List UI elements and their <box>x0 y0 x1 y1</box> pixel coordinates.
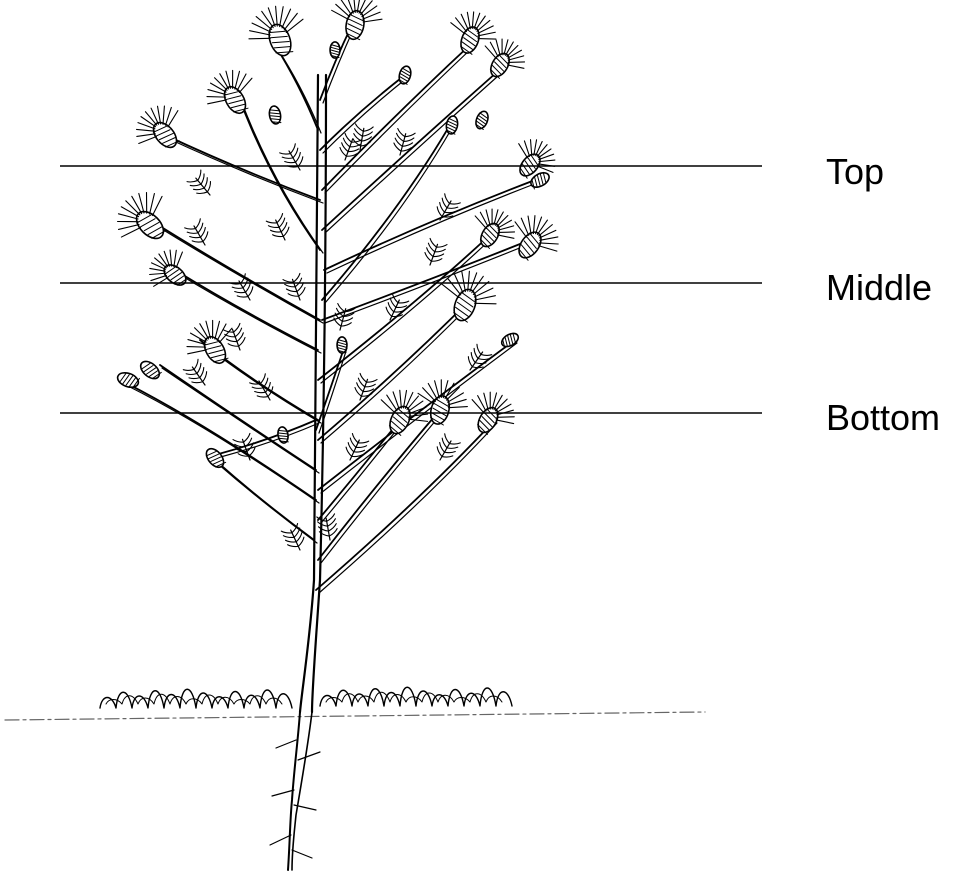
leaf-lobe <box>183 365 194 375</box>
floret <box>187 339 206 355</box>
leaf-lobe <box>450 198 461 208</box>
leaf <box>391 129 415 158</box>
flower-head <box>397 65 412 85</box>
zone-label-middle: Middle <box>826 270 932 306</box>
floret <box>331 10 350 19</box>
rootlet <box>292 850 312 858</box>
leaf <box>283 273 308 303</box>
plant-drawing <box>5 0 705 870</box>
flower-head <box>474 110 490 131</box>
floret <box>167 250 183 266</box>
branch <box>318 410 440 560</box>
floret <box>474 13 480 29</box>
ground-line <box>5 712 705 720</box>
flower-bract <box>116 370 141 390</box>
flower-head <box>443 5 502 61</box>
zone-label-bottom: Bottom <box>826 400 940 436</box>
flower-head <box>327 0 385 44</box>
branch-outline <box>323 28 354 103</box>
leaf-lobe <box>358 437 369 446</box>
branch-outline <box>162 368 319 473</box>
leaf <box>280 144 308 175</box>
leaf-lobe <box>280 148 291 158</box>
branch <box>316 345 345 430</box>
flower-head <box>445 115 459 135</box>
branch <box>322 240 530 320</box>
leaf <box>187 170 217 201</box>
leaf-lobe <box>185 223 196 233</box>
branch-outline <box>217 423 319 458</box>
leaf-lobe <box>281 527 292 536</box>
branch <box>165 135 320 200</box>
flower-head <box>140 241 199 300</box>
leaf-lobe <box>398 297 409 306</box>
main-stem-outline <box>312 75 326 712</box>
floret <box>470 273 477 292</box>
floret <box>137 126 156 144</box>
rootlet <box>276 740 296 748</box>
flower-head <box>137 358 162 382</box>
flower-head <box>501 205 569 271</box>
branch <box>215 460 314 540</box>
leaf <box>382 294 409 324</box>
zone-lines <box>60 166 762 413</box>
floret <box>207 89 226 105</box>
flower-head <box>105 180 181 256</box>
leaf <box>422 238 447 268</box>
leaf <box>266 214 293 244</box>
flower-head <box>277 426 290 444</box>
rootlet <box>272 790 294 796</box>
floret <box>405 392 412 408</box>
branch-outline <box>323 78 407 153</box>
flower-head <box>198 61 265 125</box>
branch-outline <box>321 423 402 523</box>
leaf <box>250 374 278 405</box>
branch-outline <box>321 413 442 563</box>
flower-head <box>268 105 282 125</box>
flower-head <box>432 263 503 330</box>
floret <box>538 157 554 173</box>
flower-head <box>116 370 141 390</box>
branch <box>275 45 318 130</box>
floret <box>126 201 140 215</box>
branch <box>316 420 495 590</box>
flower-bract <box>149 118 181 151</box>
flower-head <box>464 201 522 257</box>
taproot-outline <box>292 712 312 870</box>
branch-outline <box>122 383 319 503</box>
rootlet <box>270 835 291 845</box>
leaf <box>230 274 258 305</box>
branch-outline <box>325 68 507 233</box>
leaf <box>281 524 308 554</box>
main-stem <box>300 75 318 712</box>
floret <box>268 8 275 27</box>
flower-head <box>330 42 340 58</box>
zone-label-top: Top <box>826 154 884 190</box>
leaf <box>331 304 355 333</box>
flower-head <box>499 331 520 350</box>
flower-head <box>241 0 312 65</box>
branch <box>320 25 352 100</box>
flower-bract <box>397 65 412 85</box>
flower-head <box>337 337 347 353</box>
flower-bract <box>474 110 490 131</box>
flower-head <box>126 95 194 162</box>
rootlet <box>298 752 320 760</box>
leaf-lobe <box>450 438 461 448</box>
leaf-lobe <box>266 217 277 226</box>
leaf-lobe <box>187 176 198 186</box>
leaf <box>223 323 248 353</box>
